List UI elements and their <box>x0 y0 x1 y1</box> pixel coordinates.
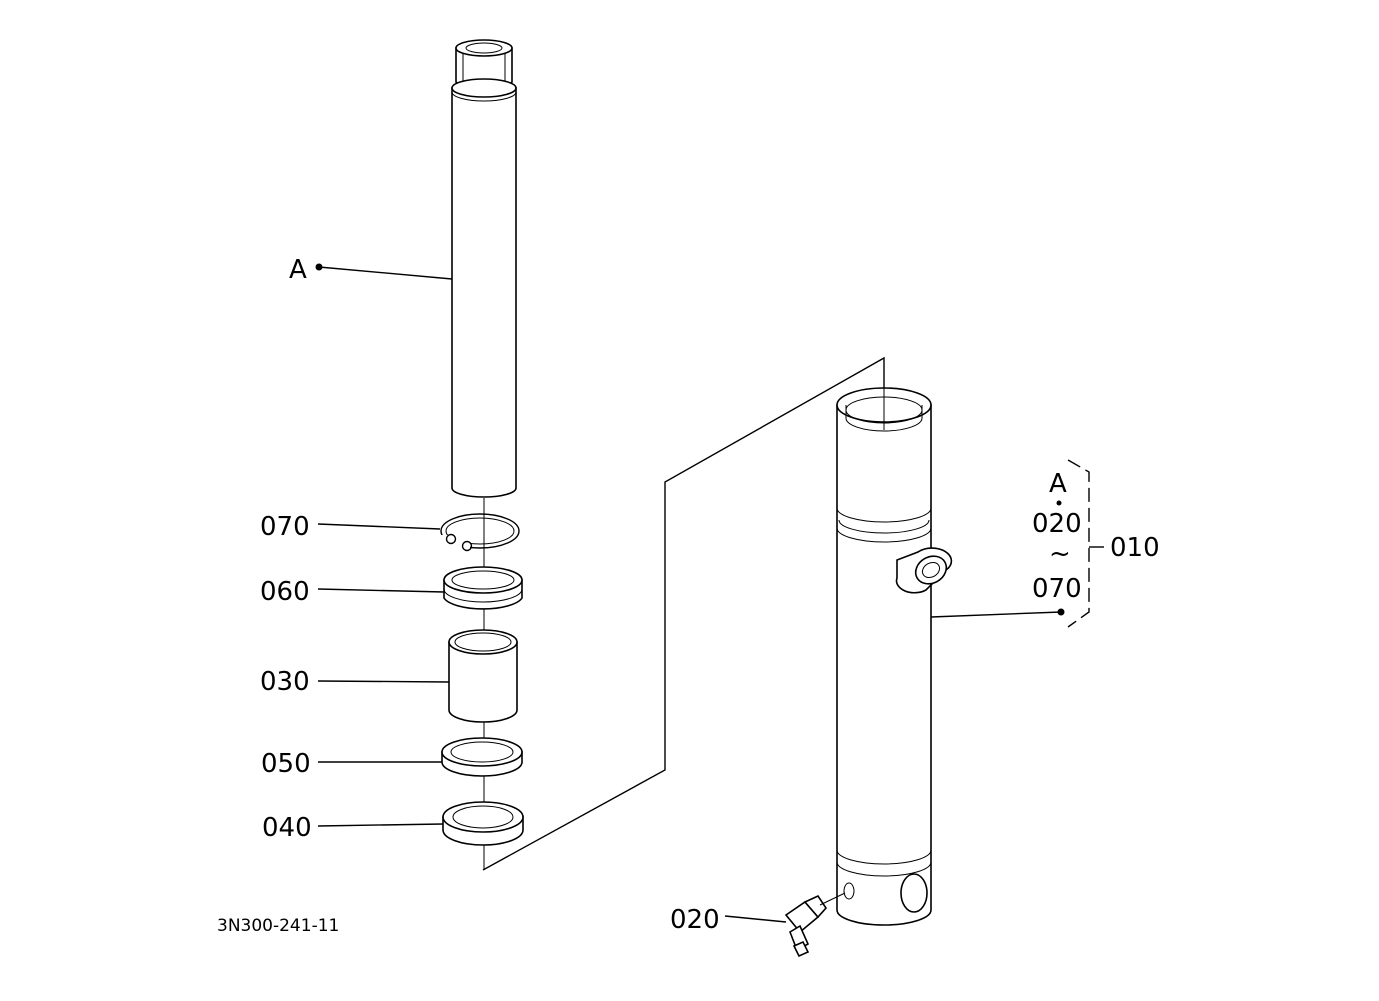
seal-060 <box>443 566 523 610</box>
label-group-a: A <box>1049 469 1067 499</box>
label-060: 060 <box>260 577 310 607</box>
label-a-rod: A <box>289 255 307 285</box>
ring-040 <box>442 801 524 846</box>
label-070: 070 <box>260 512 310 542</box>
leader-lines <box>315 263 1104 923</box>
label-050: 050 <box>261 749 311 779</box>
label-group-tilde: ~ <box>1049 539 1071 569</box>
label-030: 030 <box>260 667 310 697</box>
snap-ring-070 <box>440 513 520 552</box>
label-040: 040 <box>262 813 312 843</box>
cylinder-tube <box>836 358 953 926</box>
ring-050 <box>441 737 523 777</box>
grease-fitting-020 <box>784 892 846 958</box>
label-group-to: 070 <box>1032 574 1082 604</box>
piston-rod <box>451 39 517 498</box>
drawing-id: 3N300-241-11 <box>217 916 339 936</box>
label-assembly-010: 010 <box>1110 533 1160 563</box>
bushing-030 <box>448 629 518 723</box>
label-group-from: 020 <box>1032 509 1082 539</box>
label-020: 020 <box>670 905 720 935</box>
assembly-path-line <box>482 356 885 871</box>
